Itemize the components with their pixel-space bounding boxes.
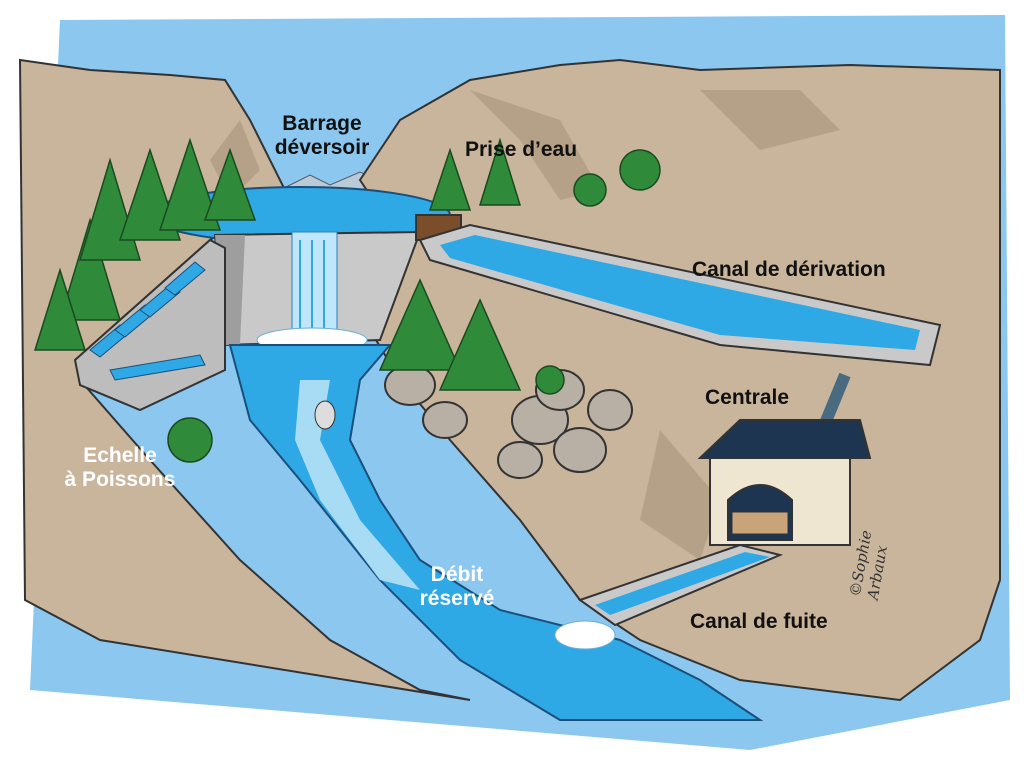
fish-ladder-pools xyxy=(89,261,206,381)
label-echelle-line2: à Poissons xyxy=(64,468,176,491)
tailrace-splash xyxy=(554,620,616,650)
tailrace-water xyxy=(595,552,770,615)
powerhouse-sign xyxy=(731,511,789,535)
label-barrage-deversoir: Barrage déversoir xyxy=(262,112,382,160)
river xyxy=(228,344,764,721)
label-debit-line1: Débit xyxy=(430,563,484,586)
rock-shading xyxy=(210,90,840,560)
spillway-streaks xyxy=(299,240,325,330)
river-rock xyxy=(314,400,336,430)
spillway-falls xyxy=(291,231,338,338)
label-echelle-poissons: Echelle à Poissons xyxy=(60,444,180,492)
trees xyxy=(33,137,661,463)
river-highlight xyxy=(295,380,420,590)
label-canal-derivation: Canal de dérivation xyxy=(692,258,886,281)
label-barrage-line1: Barrage xyxy=(282,112,362,135)
label-canal-fuite: Canal de fuite xyxy=(690,610,828,633)
label-barrage-line2: déversoir xyxy=(274,136,370,159)
diversion-canal-water xyxy=(440,235,920,350)
label-debit-line2: réservé xyxy=(419,587,495,610)
label-echelle-line1: Echelle xyxy=(83,444,157,467)
powerhouse-roof xyxy=(697,419,872,459)
label-debit-reserve: Débit réservé xyxy=(412,563,502,611)
label-centrale: Centrale xyxy=(705,386,790,409)
label-prise-deau: Prise d’eau xyxy=(465,138,578,161)
